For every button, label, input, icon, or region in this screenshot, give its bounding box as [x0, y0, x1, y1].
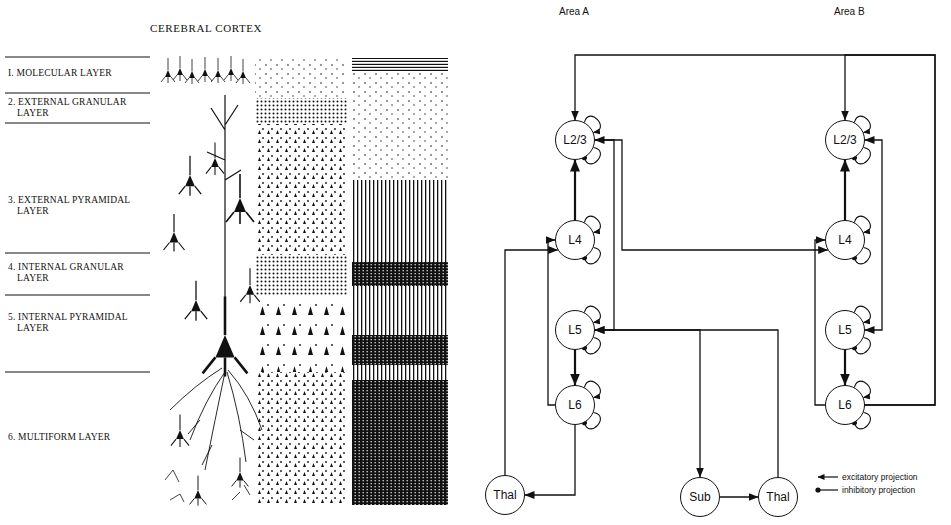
neuron [179, 156, 201, 196]
excitatory-connector [865, 140, 882, 330]
thalamus-circle: Thal [758, 477, 798, 517]
fiber-band [352, 262, 448, 286]
neuron [236, 59, 250, 84]
legend-sample [815, 485, 839, 495]
layer-name: 3. EXTERNAL PYRAMIDAL LAYER [8, 195, 150, 217]
area-name: Area B [834, 6, 865, 17]
neuron [173, 56, 187, 81]
excitatory-connector [595, 140, 828, 250]
multiform-cells [165, 470, 250, 502]
excitatory-connector [595, 140, 614, 330]
layer-circle: L5 [825, 310, 865, 350]
node-label: L5 [568, 323, 581, 337]
layer-name: 6. MULTIFORM LAYER [8, 432, 150, 443]
layer-name: 4. INTERNAL GRANULAR LAYER [8, 262, 150, 284]
layer-name: 5. INTERNAL PYRAMIDAL LAYER [8, 312, 150, 334]
layer-circle: L2/3 [825, 120, 865, 160]
thalamus-circle: Thal [485, 475, 525, 515]
layer-circle: L5 [555, 310, 595, 350]
layer-line [5, 123, 150, 124]
node-label: Thal [493, 488, 516, 502]
cell-texture [255, 372, 347, 505]
fiber-texture [352, 72, 448, 180]
cell-texture [255, 255, 347, 295]
layer-name: 2. EXTERNAL GRANULAR LAYER [8, 97, 150, 119]
cell-texture [255, 98, 347, 124]
layer-line [5, 295, 150, 296]
node-label: L5 [838, 323, 851, 337]
layer-circle: L2/3 [555, 120, 595, 160]
layer-line [5, 57, 150, 58]
cell-texture [255, 58, 347, 98]
excitatory-connector [574, 350, 576, 385]
layer-boundaries [5, 57, 150, 372]
figure-heading: CEREBRAL CORTEX [150, 22, 262, 34]
excitatory-connector [844, 350, 846, 385]
excitatory-connector [844, 160, 846, 220]
area-name: Area A [559, 6, 589, 17]
legend-text: excitatory projection [842, 472, 918, 482]
fiber-texture [352, 180, 448, 505]
layer-circle: L6 [825, 385, 865, 425]
neuron [185, 281, 207, 321]
layer-circle: L4 [555, 220, 595, 260]
nissl-stain-column [255, 58, 347, 505]
excitatory-connector [595, 330, 700, 477]
excitatory-connector [548, 240, 555, 405]
neuron [198, 57, 212, 82]
myelin-stain-column [352, 58, 448, 505]
legend-sample [815, 472, 839, 482]
fiber-texture [352, 58, 448, 72]
node-label: L6 [838, 398, 851, 412]
layer-name: I. MOLECULAR LAYER [8, 68, 150, 79]
neuron [164, 214, 185, 252]
legend-text: inhibitory projection [842, 485, 915, 495]
layer-circle: L4 [825, 220, 865, 260]
fiber-band [352, 335, 448, 365]
excitatory-connector [815, 240, 825, 405]
excitatory-connector [575, 55, 935, 405]
neuron [185, 59, 199, 84]
excitatory-connector [720, 496, 758, 497]
legend: excitatory projection inhibitory projecti… [815, 470, 918, 496]
node-label: L6 [568, 398, 581, 412]
neuron [232, 458, 249, 488]
layer-circle: L6 [555, 385, 595, 425]
cell-texture [255, 295, 347, 372]
legend-row: excitatory projection [815, 470, 918, 483]
excitatory-connector [525, 425, 575, 495]
basal-dendrites [170, 368, 262, 470]
layer-line [5, 93, 150, 94]
legend-line [818, 476, 838, 477]
cell-texture [255, 124, 347, 255]
node-label: Thal [766, 490, 789, 504]
node-label: L2/3 [833, 133, 856, 147]
golgi-stain-column [161, 56, 262, 506]
nucleus-circle: Sub [680, 477, 720, 517]
neuron [211, 58, 225, 83]
legend-row: inhibitory projection [815, 483, 918, 496]
layer-line [5, 372, 150, 373]
neuron [190, 476, 207, 506]
apical-dendrite [207, 95, 241, 330]
node-label: Sub [689, 490, 710, 504]
node-label: L2/3 [563, 133, 586, 147]
node-label: L4 [838, 233, 851, 247]
neuron [171, 414, 189, 447]
neuron [161, 58, 175, 83]
excitatory-connector [574, 160, 576, 220]
large-pyramidal-neuron [203, 297, 248, 377]
legend-line [818, 489, 838, 490]
fiber-band [352, 380, 448, 505]
excitatory-connector [595, 330, 778, 477]
neuron [224, 56, 238, 81]
layer-line [5, 253, 150, 254]
excitatory-connector [505, 250, 558, 475]
node-label: L4 [568, 233, 581, 247]
neuron [226, 174, 254, 224]
